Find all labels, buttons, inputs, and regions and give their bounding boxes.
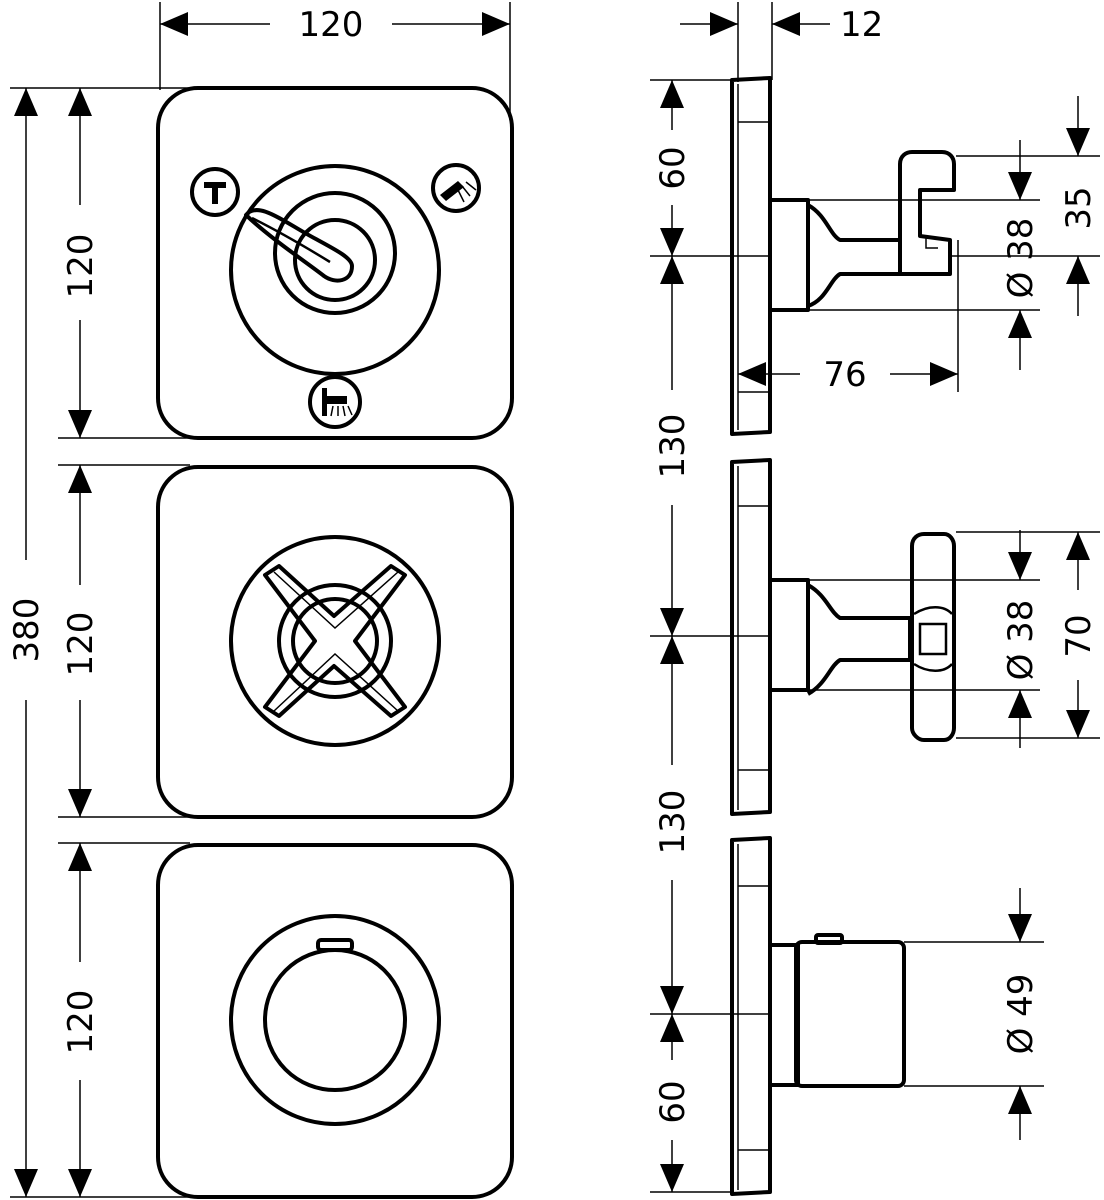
knob-module-side <box>730 836 906 1196</box>
overhead-shower-icon <box>308 375 362 429</box>
side-spacing-2-label: 130 <box>653 790 693 855</box>
total-height-label: 380 <box>7 598 47 663</box>
side-dimensions: 12 60 130 130 60 <box>650 2 1100 1193</box>
cross-handle <box>263 564 407 718</box>
hand-shower-icon <box>431 163 481 213</box>
diverter-module-front <box>156 86 514 440</box>
handle-projection-label: 76 <box>823 355 866 395</box>
top-width-label: 120 <box>299 5 364 45</box>
side-top-offset-label: 60 <box>653 146 693 189</box>
lever-height-label: 35 <box>1059 186 1099 229</box>
cross-handle-module-front <box>156 465 514 819</box>
module-bot-height-label: 120 <box>61 990 101 1055</box>
knob-diameter-label: Ø 49 <box>1001 974 1041 1055</box>
front-dimensions: 120 380 120 120 120 <box>7 2 511 1198</box>
module-top-height-label: 120 <box>61 234 101 299</box>
cross-handle-module-side <box>730 458 956 816</box>
bathtub-spout-icon <box>190 167 240 217</box>
cross-height-label: 70 <box>1059 614 1099 657</box>
lever-handle <box>244 208 354 283</box>
side-bottom-offset-label: 60 <box>653 1080 693 1123</box>
cross-diameter-label: Ø 38 <box>1001 600 1041 681</box>
side-spacing-1-label: 130 <box>653 414 693 479</box>
diverter-module-side <box>730 76 956 436</box>
knob-module-front <box>156 843 514 1199</box>
side-view <box>730 76 956 1196</box>
lever-diameter-label: Ø 38 <box>1001 218 1041 299</box>
front-view <box>156 86 514 1199</box>
module-mid-height-label: 120 <box>61 612 101 677</box>
side-depth-label: 12 <box>840 5 883 45</box>
